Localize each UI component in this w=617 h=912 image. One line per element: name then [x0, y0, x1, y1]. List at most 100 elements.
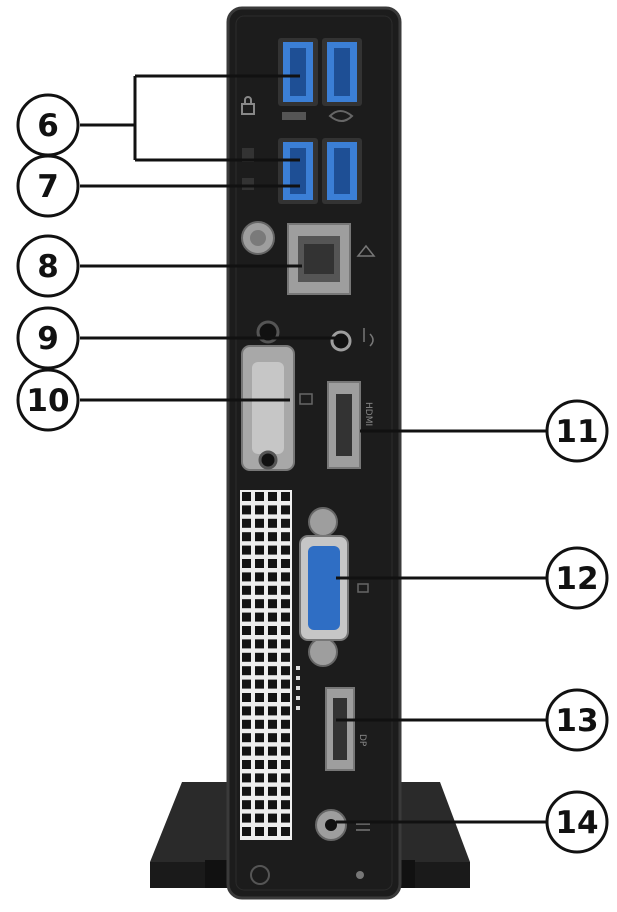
vent-slot — [281, 719, 290, 729]
vent-slot — [268, 719, 277, 729]
callout-8: 8 — [16, 234, 80, 298]
callout-12: 12 — [545, 546, 609, 610]
vent-slot — [281, 760, 290, 769]
vent-slot — [281, 612, 290, 622]
vent-slot — [281, 706, 290, 716]
vent-slot — [255, 532, 264, 542]
vent-slot — [242, 626, 251, 635]
vent-slot — [242, 800, 251, 810]
vent-slot — [268, 639, 277, 649]
audio-jack — [330, 330, 352, 352]
vent-slot — [268, 666, 277, 676]
vent-slot — [268, 612, 277, 622]
vent-slot — [281, 599, 290, 609]
vent-slot — [242, 719, 251, 729]
usb-ports-bottom — [278, 138, 362, 204]
vent-grille — [240, 490, 292, 840]
vent-slot — [281, 639, 290, 649]
vga-port — [299, 507, 349, 667]
vent-slot — [255, 599, 264, 609]
vent-slot — [242, 760, 251, 769]
vent-slot — [242, 652, 251, 662]
callout-label: 8 — [37, 249, 59, 285]
vent-slot — [268, 599, 277, 609]
hdmi-label: HDMI — [363, 402, 373, 426]
vent-slot — [242, 572, 251, 582]
vent-slot — [268, 626, 277, 635]
vent-slot — [242, 786, 251, 796]
hdmi-port — [327, 381, 361, 469]
side-button — [242, 178, 254, 190]
callout-6: 6 — [16, 93, 80, 157]
vent-slot — [268, 532, 277, 542]
lock-icon — [241, 96, 255, 115]
vent-slot — [242, 693, 251, 702]
callout-10: 10 — [16, 368, 80, 432]
vent-slot — [255, 545, 264, 555]
vent-slot — [281, 572, 290, 582]
vent-slot — [255, 666, 264, 676]
vent-slot — [255, 773, 264, 783]
vent-slot — [281, 585, 290, 595]
vent-slot — [268, 652, 277, 662]
vent-slot — [268, 505, 277, 515]
vent-slot — [268, 585, 277, 595]
vent-slot — [268, 693, 277, 702]
vent-slot — [255, 492, 264, 501]
serial-port — [241, 345, 295, 471]
vent-slot — [255, 679, 264, 689]
callout-11: 11 — [545, 399, 609, 463]
vent-slot — [255, 585, 264, 595]
vent-slot — [268, 773, 277, 783]
vent-slot — [268, 545, 277, 555]
vent-slot — [242, 773, 251, 783]
vent-slot — [242, 492, 251, 501]
vent-slot — [255, 652, 264, 662]
callout-label: 6 — [37, 108, 59, 144]
vent-slot — [242, 746, 251, 756]
vent-slot — [242, 599, 251, 609]
vent-slot — [255, 612, 264, 622]
vent-slot — [255, 719, 264, 729]
callout-label: 12 — [555, 561, 598, 597]
vent-slot — [242, 733, 251, 743]
screw — [356, 871, 364, 879]
vent-slot — [242, 559, 251, 568]
vent-slot — [242, 827, 251, 836]
vent-slot — [242, 545, 251, 555]
vent-slot — [242, 505, 251, 515]
usb-icon — [282, 110, 354, 122]
vent-slot — [242, 518, 251, 528]
vent-slot — [268, 786, 277, 796]
vent-slot — [255, 786, 264, 796]
vent-slot — [255, 518, 264, 528]
dp-label: DP — [357, 734, 367, 747]
vent-slot — [255, 760, 264, 769]
vent-slot — [268, 706, 277, 716]
callout-label: 9 — [37, 321, 59, 357]
vent-slot — [281, 786, 290, 796]
vga-icon — [357, 583, 369, 593]
vent-slot — [281, 773, 290, 783]
vent-slot — [281, 652, 290, 662]
vent-slot — [281, 626, 290, 635]
vent-slot — [281, 518, 290, 528]
callout-label: 14 — [555, 805, 598, 841]
callout-7: 7 — [16, 154, 80, 218]
vent-slot — [268, 492, 277, 501]
callout-13: 13 — [545, 688, 609, 752]
vent-slot — [268, 800, 277, 810]
indicator-dots — [296, 666, 300, 710]
vent-slot — [255, 626, 264, 635]
vent-slot — [281, 532, 290, 542]
power-icon — [356, 823, 370, 831]
serial-icon — [299, 393, 313, 405]
vent-slot — [255, 746, 264, 756]
vent-slot — [242, 639, 251, 649]
power-port — [315, 809, 347, 841]
vent-slot — [268, 572, 277, 582]
vent-slot — [242, 585, 251, 595]
vent-slot — [255, 827, 264, 836]
vent-slot — [242, 532, 251, 542]
